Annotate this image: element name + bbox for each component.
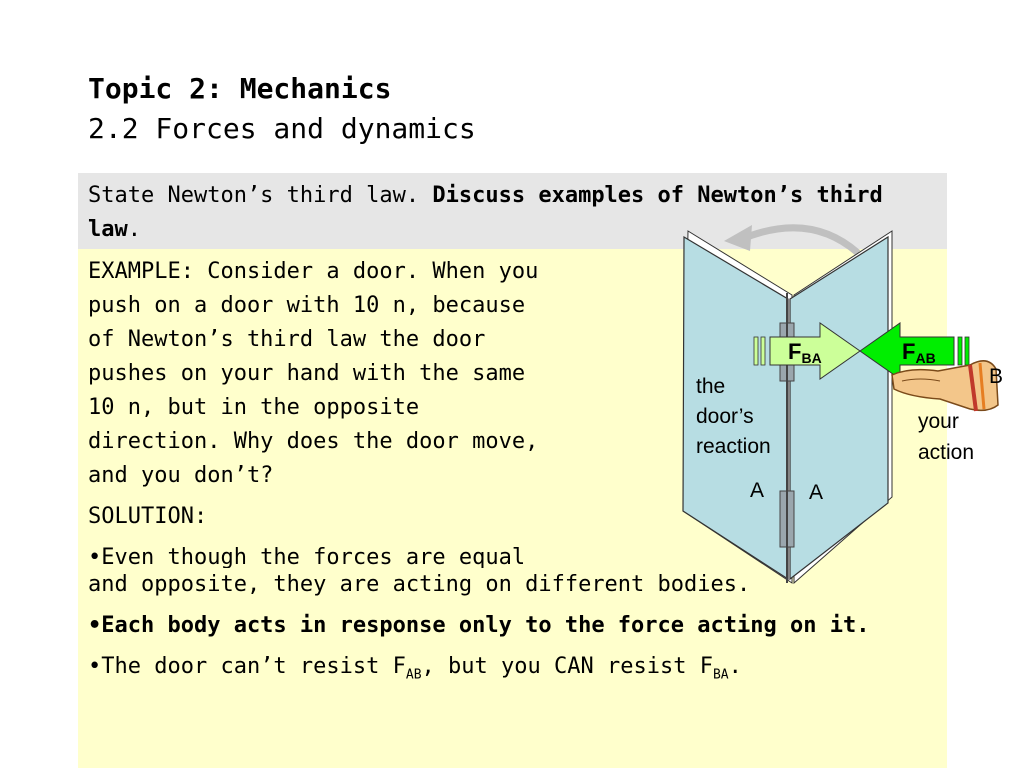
objective-text: State Newton’s third law. (88, 183, 433, 208)
rotation-arrowhead-icon (724, 225, 752, 251)
example-line: pushes on your hand with the same (88, 361, 526, 386)
body-a-left-label: A (750, 479, 764, 502)
solution-bullet-2: •Each body acts in response only to the … (88, 613, 870, 638)
force-ba-label: FBA (788, 339, 822, 366)
body-a-right-label: A (809, 481, 823, 504)
solution-heading: SOLUTION: (88, 504, 208, 529)
example-line: 10 n, but in the opposite (88, 395, 420, 420)
objective-period: . (127, 217, 141, 242)
hand-icon (891, 360, 999, 412)
example-line: and you don’t? (88, 463, 274, 488)
example-line: EXAMPLE: Consider a door. When you (88, 259, 539, 284)
action-label: your action (918, 410, 974, 464)
objective-bold-text: Discuss examples of Newton’s third law (88, 183, 883, 242)
force-ab-label: FAB (902, 339, 936, 366)
objective-box: State Newton’s third law. Discuss exampl… (78, 173, 947, 249)
slide-subtitle: 2.2 Forces and dynamics (88, 112, 476, 145)
example-line: direction. Why does the door move, (88, 429, 539, 454)
reaction-label: the door’s reaction (696, 375, 771, 458)
title-block: Topic 2: Mechanics 2.2 Forces and dynami… (88, 70, 476, 150)
solution-bullet-3: •The door can’t resist FAB, but you CAN … (88, 654, 742, 683)
example-line: of Newton’s third law the door (88, 327, 486, 352)
slide-title: Topic 2: Mechanics (88, 72, 392, 105)
door-right-face (789, 235, 889, 581)
rotation-arrow-icon (740, 224, 861, 256)
example-line: push on a door with 10 n, because (88, 293, 526, 318)
solution-bullet-1-rest: and opposite, they are acting on differe… (88, 572, 751, 597)
body-b-label: B (989, 365, 1003, 388)
solution-bullet-1-first: •Even though the forces are equal (88, 545, 526, 568)
door-diagram: FBA FAB the door’s reaction your action … (682, 224, 1003, 585)
example-paragraph: EXAMPLE: Consider a door. When you push … (88, 255, 678, 493)
force-ba-arrow (753, 322, 861, 380)
